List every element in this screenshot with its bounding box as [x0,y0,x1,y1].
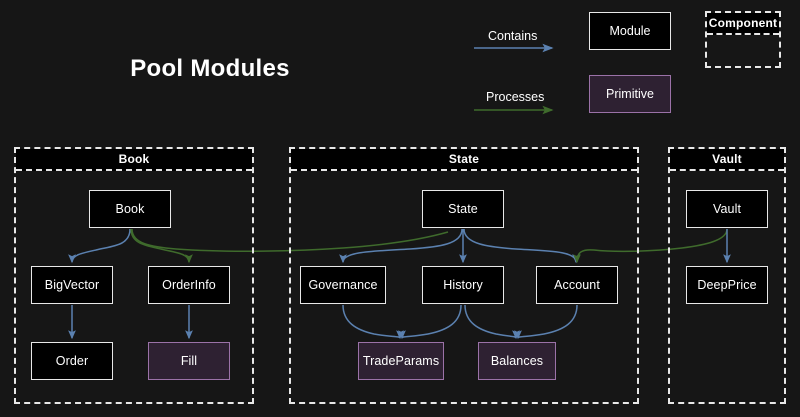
legend-module-box: Module [589,12,671,50]
node-account[interactable]: Account [536,266,618,304]
node-tradeparams[interactable]: TradeParams [358,342,444,380]
group-vault: Vault [668,147,786,404]
node-vault[interactable]: Vault [686,190,768,228]
group-vault-title: Vault [670,149,784,171]
legend-component-label: Component [707,13,779,35]
legend-primitive-box: Primitive [589,75,671,113]
legend-processes-label: Processes [486,90,545,104]
node-order[interactable]: Order [31,342,113,380]
node-fill[interactable]: Fill [148,342,230,380]
node-governance[interactable]: Governance [300,266,386,304]
node-balances[interactable]: Balances [478,342,556,380]
node-state[interactable]: State [422,190,504,228]
group-state-title: State [291,149,637,171]
node-orderinfo[interactable]: OrderInfo [148,266,230,304]
node-deepprice[interactable]: DeepPrice [686,266,768,304]
group-book: Book [14,147,254,404]
legend-contains-label: Contains [488,29,538,43]
node-bigvector[interactable]: BigVector [31,266,113,304]
page-title: Pool Modules [130,55,290,82]
node-history[interactable]: History [422,266,504,304]
legend-component-box: Component [705,11,781,68]
group-book-title: Book [16,149,252,171]
node-book[interactable]: Book [89,190,171,228]
group-state: State [289,147,639,404]
